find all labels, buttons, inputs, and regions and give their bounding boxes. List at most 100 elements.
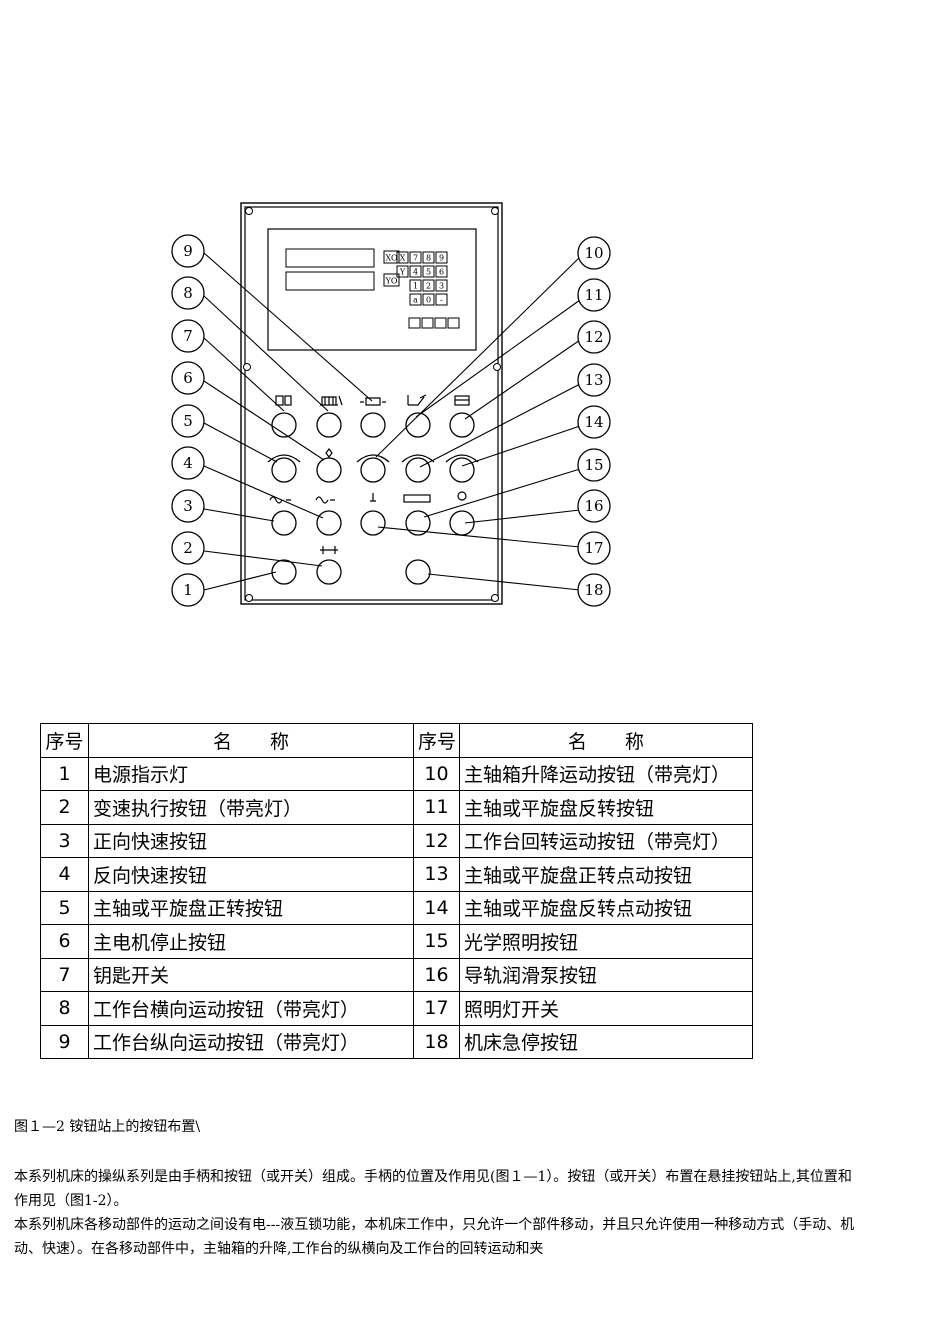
- keypad-key-label: -: [440, 296, 443, 305]
- button-spindle-forward: [271, 457, 297, 483]
- power-indicator: [271, 559, 297, 585]
- panel-screw: [493, 363, 501, 371]
- readout-x-label: XO: [385, 254, 398, 263]
- cell-name: 照明灯开关: [459, 991, 753, 1026]
- cell-name: 正向快速按钮: [88, 823, 414, 858]
- keypad-key-label: 7: [413, 254, 418, 263]
- callout-number: 4: [183, 454, 193, 472]
- function-key: [421, 317, 434, 329]
- callout-circle: [577, 278, 611, 312]
- guard-arc: [401, 454, 435, 463]
- figure-caption: 图１—2 铵钮站上的按钮布置\: [14, 1119, 201, 1135]
- callout-number: 18: [584, 581, 603, 599]
- keypad-key-label: 2: [426, 282, 431, 291]
- button-headstock-lift: [405, 412, 431, 438]
- cell-number: 10: [413, 756, 460, 791]
- cell-number: 11: [413, 790, 460, 825]
- button-main-motor-stop: [316, 457, 342, 483]
- cell-number: 9: [40, 1024, 89, 1059]
- keypad-key: [422, 293, 435, 306]
- header-name: 名 称: [88, 723, 414, 758]
- body-paragraph: 本系列机床的操纵系列是由手柄和按钮（或开关）组成。手柄的位置及作用见(图１—1）…: [14, 1169, 852, 1209]
- callout-number: 2: [183, 539, 193, 557]
- callout-circle: [577, 405, 611, 439]
- keypad-key-label: X: [400, 254, 406, 263]
- button-spindle-forward-jog: [405, 457, 431, 483]
- cell-name: 工作台横向运动按钮（带亮灯）: [88, 991, 414, 1026]
- button-speed-change: [316, 559, 342, 585]
- button-forward-rapid: [271, 510, 297, 536]
- cell-number: 8: [40, 991, 89, 1026]
- button-optical-light: [405, 510, 431, 536]
- button-spindle-reverse: [360, 457, 386, 483]
- cell-number: 7: [40, 957, 89, 992]
- button-key-switch: [271, 412, 297, 438]
- keypad-key: [396, 265, 409, 278]
- panel-screw: [243, 363, 251, 371]
- callout-number: 12: [584, 328, 603, 346]
- button-lube-pump: [449, 510, 475, 536]
- header-no: 序号: [40, 723, 89, 758]
- keypad-key-label: 6: [439, 268, 444, 277]
- button-table-crosswise: [316, 412, 342, 438]
- panel-screw: [245, 207, 253, 215]
- cell-name: 主轴或平旋盘正转点动按钮: [459, 857, 753, 892]
- callout-number: 14: [584, 413, 603, 431]
- button-spindle-reverse-jog: [449, 457, 475, 483]
- keypad-key: [422, 265, 435, 278]
- callout-circle: [577, 573, 611, 607]
- cell-number: 13: [413, 857, 460, 892]
- cell-name: 主轴箱升降运动按钮（带亮灯）: [459, 756, 753, 791]
- callout-circle: [577, 320, 611, 354]
- callout-circle: [171, 234, 205, 268]
- callout-circle: [171, 276, 205, 310]
- callout-number: 13: [584, 371, 603, 389]
- keypad-key-label: a: [413, 296, 418, 305]
- cell-number: 12: [413, 823, 460, 858]
- keypad-key-label: 4: [413, 268, 418, 277]
- panel-screw: [491, 207, 499, 215]
- keypad-key: [435, 293, 448, 306]
- guard-arc: [445, 454, 479, 463]
- callout-number: 15: [584, 456, 603, 474]
- keypad-key: [435, 251, 448, 264]
- cell-number: 14: [413, 890, 460, 925]
- cell-number: 18: [413, 1024, 460, 1059]
- switch-light: [360, 510, 386, 536]
- cell-name: 电源指示灯: [88, 756, 414, 791]
- readout-y-label: YO: [385, 277, 398, 286]
- keypad-key-label: 8: [426, 254, 431, 263]
- cell-name: 主轴或平旋盘正转按钮: [88, 890, 414, 925]
- cell-number: 2: [40, 790, 89, 825]
- cell-name: 机床急停按钮: [459, 1024, 753, 1059]
- keypad-key: [409, 293, 422, 306]
- table-header-row: 序号 名 称 序号 名 称: [40, 723, 753, 758]
- cell-name: 工作台纵向运动按钮（带亮灯）: [88, 1024, 414, 1059]
- callout-number: 9: [183, 242, 193, 260]
- keypad-key-label: 5: [426, 268, 431, 277]
- panel-screw: [245, 594, 253, 602]
- button-table-rotation: [449, 412, 475, 438]
- cell-name: 主轴或平旋盘反转按钮: [459, 790, 753, 825]
- keypad-key: [409, 265, 422, 278]
- guard-arc: [267, 454, 301, 463]
- digital-readout: [267, 228, 477, 351]
- keypad-key: [396, 251, 409, 264]
- callout-number: 8: [183, 284, 193, 302]
- callout-number: 6: [183, 369, 193, 387]
- cell-number: 15: [413, 924, 460, 959]
- callout-circle: [171, 531, 205, 565]
- callout-circle: [171, 361, 205, 395]
- callout-circle: [577, 448, 611, 482]
- callout-number: 1: [183, 581, 193, 599]
- cell-name: 钥匙开关: [88, 957, 414, 992]
- header-name: 名 称: [459, 723, 753, 758]
